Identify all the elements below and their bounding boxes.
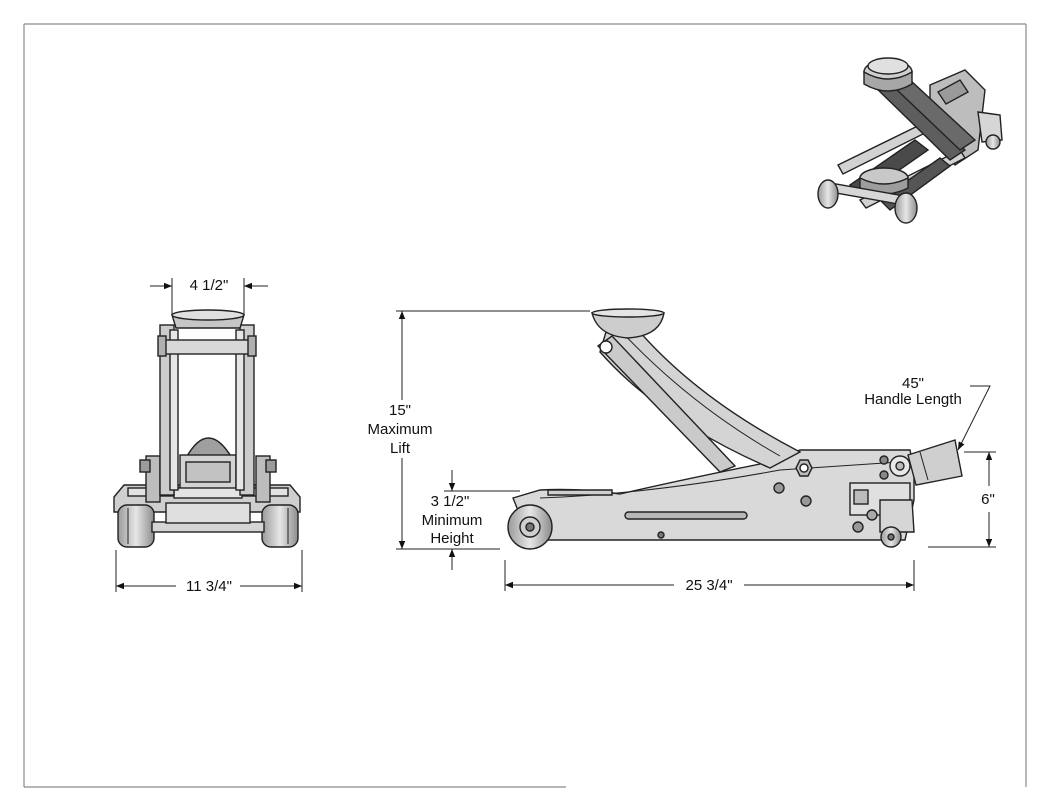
dim-overall-length — [504, 560, 915, 591]
side-view — [507, 308, 963, 550]
dim-min-height — [444, 470, 520, 570]
overall-width-label: 11 3/4" — [186, 578, 232, 595]
dim-overall-width — [115, 550, 303, 592]
dim-rear-height — [928, 451, 996, 548]
overall-length-label: 25 3/4" — [685, 577, 732, 594]
min-height-word2: Height — [430, 530, 474, 547]
rear-height-label: 6" — [981, 491, 995, 508]
max-lift-word2: Lift — [390, 440, 411, 457]
front-right-wheel — [261, 504, 299, 548]
handle-length-label: Handle Length — [864, 391, 962, 408]
max-lift-word1: Maximum — [367, 421, 432, 438]
saddle-width-label: 4 1/2" — [190, 277, 229, 294]
min-height-value: 3 1/2" — [431, 493, 470, 510]
max-lift-value: 15" — [389, 402, 411, 419]
dim-max-lift — [396, 310, 590, 550]
handle-socket — [907, 439, 963, 486]
dim-handle-length — [957, 385, 991, 451]
dim-saddle-width — [150, 278, 268, 314]
sheet-border — [23, 23, 1027, 788]
side-saddle — [591, 312, 665, 339]
front-view — [113, 309, 301, 548]
min-height-word1: Minimum — [422, 512, 483, 529]
front-left-wheel — [117, 504, 155, 548]
lift-arm — [599, 317, 802, 469]
isometric-view — [817, 57, 1003, 224]
handle-length-value: 45" — [902, 375, 924, 392]
